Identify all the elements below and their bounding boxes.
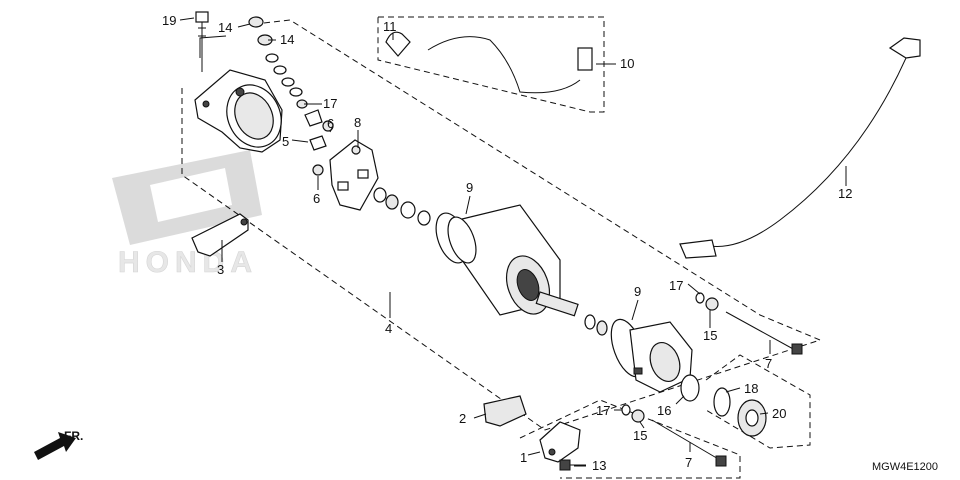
- diagram-code: MGW4E1200: [872, 461, 938, 473]
- callout-17-lower: 17: [596, 403, 610, 418]
- callout-2: 2: [459, 411, 466, 426]
- callout-6-lower: 6: [313, 191, 320, 206]
- long-bolt-7-upper: [725, 311, 803, 355]
- motor-yoke: [447, 204, 579, 317]
- callout-6-upper: 6: [327, 116, 334, 131]
- callout-12: 12: [838, 186, 852, 201]
- callout-9-upper: 9: [466, 180, 473, 195]
- nut-14-upper: [248, 16, 308, 109]
- shaft-washers: [584, 314, 608, 336]
- honda-watermark-logo: HONDA: [112, 150, 262, 279]
- callout-18: 18: [744, 381, 758, 396]
- callout-15-lower: 15: [633, 428, 647, 443]
- callout-labels: 1 2 3 4 5 6 6 7 7 8 9 9 10 11 12 13 14 1…: [162, 13, 852, 473]
- callout-16: 16: [657, 403, 671, 418]
- callout-5: 5: [282, 134, 289, 149]
- front-direction-arrow: [34, 432, 76, 460]
- callout-19: 19: [162, 13, 176, 28]
- callout-1: 1: [520, 450, 527, 465]
- washers-15-17-lower: [621, 404, 645, 423]
- bracket-1: [539, 421, 581, 463]
- front-cover: [629, 321, 693, 393]
- callout-20: 20: [772, 406, 786, 421]
- callout-13: 13: [592, 458, 606, 473]
- seal-16: [680, 374, 700, 402]
- link-arm-3: [191, 213, 249, 257]
- cable-box-outline: [377, 16, 605, 113]
- callout-7-lower: 7: [685, 455, 692, 470]
- lower-bolt-box-outline: [519, 399, 741, 479]
- callout-11: 11: [383, 19, 397, 34]
- callout-8: 8: [354, 115, 361, 130]
- callout-17-middle: 17: [669, 278, 683, 293]
- rear-cover-housing: [194, 69, 283, 153]
- leader-lines: [179, 17, 847, 467]
- bolt-19: [195, 11, 209, 72]
- bearing-20: [737, 399, 767, 437]
- callout-7-upper: 7: [765, 356, 772, 371]
- long-bolt-7-lower: [651, 419, 727, 467]
- callout-15-upper: 15: [703, 328, 717, 343]
- callout-4: 4: [385, 321, 392, 336]
- brush-parts: [304, 109, 334, 176]
- bearing-box-outline: [705, 354, 811, 449]
- washers-15-17-upper: [695, 292, 719, 311]
- bolt-13: [559, 459, 586, 471]
- callout-14-lower: 14: [280, 32, 294, 47]
- callout-14-upper: 14: [218, 20, 232, 35]
- cable-10: [385, 31, 593, 94]
- front-direction-label: FR.: [64, 429, 83, 443]
- svg-text:HONDA: HONDA: [118, 246, 258, 279]
- callout-10: 10: [620, 56, 634, 71]
- callout-3: 3: [217, 262, 224, 277]
- cover-2: [483, 395, 527, 427]
- brush-holder-8: [329, 139, 379, 211]
- washer-set-rear: [373, 187, 431, 226]
- callout-9-lower: 9: [634, 284, 641, 299]
- callout-17-upper: 17: [323, 96, 337, 111]
- snap-ring-18: [713, 387, 731, 417]
- cable-12: [679, 37, 921, 259]
